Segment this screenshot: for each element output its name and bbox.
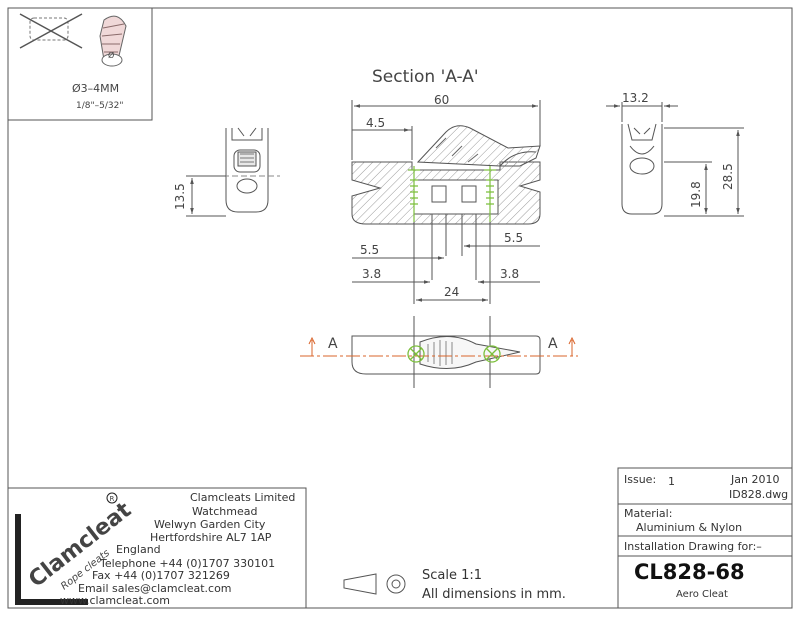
company-address-3: Hertfordshire AL7 1AP bbox=[150, 531, 272, 544]
section-mark-left: A bbox=[328, 336, 338, 352]
company-fax: Fax +44 (0)1707 321269 bbox=[92, 569, 230, 582]
section-view bbox=[351, 100, 541, 304]
company-address-4: England bbox=[116, 543, 161, 556]
issue-value: 1 bbox=[668, 475, 675, 488]
rope-diameter-mark: Ø bbox=[108, 50, 114, 60]
rope-size-box: Ø Ø3–4MM 1/8"–5/32" bbox=[8, 8, 153, 121]
dim-height-28-5: 28.5 bbox=[721, 163, 735, 190]
company-telephone: Telephone +44 (0)1707 330101 bbox=[100, 557, 276, 570]
company-address-2: Welwyn Garden City bbox=[154, 518, 266, 531]
installation-label: Installation Drawing for:– bbox=[624, 540, 762, 553]
title-block-frame bbox=[8, 467, 792, 608]
dim-left-5-5: 5.5 bbox=[360, 243, 379, 257]
dim-overall-60: 60 bbox=[434, 93, 449, 107]
dim-right-3-8: 3.8 bbox=[500, 267, 519, 281]
end-view-left bbox=[186, 127, 280, 217]
part-number: CL828-68 bbox=[634, 560, 745, 584]
material-label: Material: bbox=[624, 507, 673, 520]
drawing-file-name: ID828.dwg bbox=[729, 488, 789, 501]
company-name: Clamcleats Limited bbox=[190, 491, 296, 504]
dim-width-13-2: 13.2 bbox=[622, 91, 649, 105]
crossed-out-cleat-icon bbox=[19, 13, 83, 49]
dim-height-19-8: 19.8 bbox=[689, 181, 703, 208]
material-value: Aluminium & Nylon bbox=[636, 521, 743, 534]
part-name: Aero Cleat bbox=[676, 589, 728, 600]
rope-diameter-label: Ø3–4MM bbox=[72, 82, 119, 95]
scale-label: Scale 1:1 bbox=[422, 568, 483, 583]
dim-left-3-8: 3.8 bbox=[362, 267, 381, 281]
dim-right-5-5: 5.5 bbox=[504, 231, 523, 245]
issue-label: Issue: bbox=[624, 473, 657, 486]
dim-hole-spacing-24: 24 bbox=[444, 285, 459, 299]
rope-icon: Ø bbox=[99, 15, 127, 67]
projection-symbol bbox=[343, 573, 406, 595]
issue-date: Jan 2010 bbox=[731, 473, 780, 486]
logo-registered-mark: R bbox=[110, 495, 115, 503]
dim-height-13-5: 13.5 bbox=[173, 183, 187, 210]
rope-diameter-inches: 1/8"–5/32" bbox=[76, 101, 123, 111]
company-website[interactable]: www.clamcleat.com bbox=[60, 594, 170, 607]
plan-view bbox=[300, 316, 578, 388]
company-address-1: Watchmead bbox=[192, 505, 258, 518]
section-mark-right: A bbox=[548, 336, 558, 352]
sheet-border bbox=[7, 7, 793, 609]
company-email[interactable]: Email sales@clamcleat.com bbox=[78, 582, 232, 595]
dim-offset-4-5: 4.5 bbox=[366, 116, 385, 130]
dimensions-note: All dimensions in mm. bbox=[422, 587, 566, 602]
end-view-right bbox=[606, 102, 744, 217]
section-title: Section 'A-A' bbox=[372, 67, 479, 87]
